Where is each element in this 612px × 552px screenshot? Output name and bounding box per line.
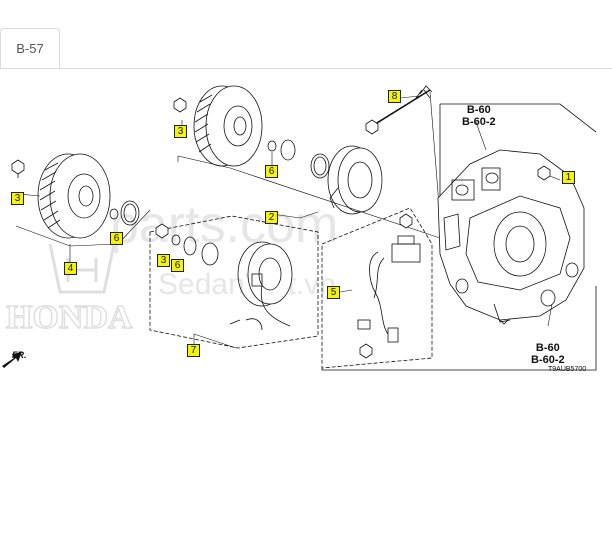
watermark: HONDA parts.com SedanViet.vn — [5, 196, 338, 337]
callout-6[interactable]: 6 — [265, 165, 278, 178]
watermark-honda: HONDA — [6, 299, 133, 336]
snap-ring-top — [310, 153, 330, 179]
bolt-icon — [11, 159, 25, 178]
callout-1[interactable]: 1 — [562, 171, 575, 184]
diagram-drawing: HONDA parts.com SedanViet.vn — [2, 85, 597, 371]
callout-7[interactable]: 7 — [187, 344, 200, 357]
ref-label: B-60 — [466, 104, 491, 116]
sensor-kit-outline — [321, 207, 433, 369]
reference-b-60-top[interactable]: B-60 B-60-2 — [462, 104, 496, 128]
wire-harness-lower — [229, 285, 291, 331]
field-coil-lower — [237, 241, 293, 307]
ref-label: B-60-2 — [462, 116, 496, 128]
snap-ring-left — [120, 200, 140, 226]
bolt-icon — [155, 223, 169, 239]
callout-4[interactable]: 4 — [64, 262, 77, 275]
shim-icon — [171, 234, 181, 246]
front-direction-label: FR. — [12, 350, 27, 360]
callout-2[interactable]: 2 — [265, 211, 278, 224]
diagram-code: T9AUB5700 — [548, 366, 587, 373]
callout-3[interactable]: 3 — [157, 254, 170, 267]
reference-b-60-bottom[interactable]: B-60 B-60-2 — [531, 342, 565, 366]
pressure-switch — [357, 213, 421, 359]
front-direction-arrow — [2, 352, 22, 368]
callout-3[interactable]: 3 — [174, 125, 187, 138]
tab-b-57[interactable]: B-57 — [0, 28, 60, 68]
snap-ring-icon — [183, 236, 197, 256]
clutch-kit-outline — [149, 215, 319, 349]
field-coil-top — [327, 145, 383, 215]
pulley-left — [37, 153, 111, 239]
callout-3[interactable]: 3 — [11, 192, 24, 205]
compressor-body — [437, 149, 585, 325]
tab-bar: B-57 — [0, 0, 612, 69]
parts-diagram: HONDA parts.com SedanViet.vn — [0, 68, 612, 552]
pulley-top — [193, 85, 263, 167]
honda-logo — [48, 243, 116, 294]
watermark-brand: SedanViet.vn — [158, 268, 336, 301]
shim-icon — [267, 140, 277, 152]
long-bolt — [365, 85, 433, 135]
snap-ring-icon — [201, 242, 219, 266]
bolt-icon — [173, 97, 187, 113]
callout-5[interactable]: 5 — [327, 286, 340, 299]
callout-6[interactable]: 6 — [110, 232, 123, 245]
ref-label: B-60-2 — [531, 354, 565, 366]
watermark-site: parts.com — [110, 196, 338, 254]
snap-ring-icon — [280, 139, 296, 161]
ref-label: B-60 — [535, 342, 560, 354]
callout-6[interactable]: 6 — [171, 259, 184, 272]
callout-8[interactable]: 8 — [388, 90, 401, 103]
shim-icon — [109, 208, 119, 220]
